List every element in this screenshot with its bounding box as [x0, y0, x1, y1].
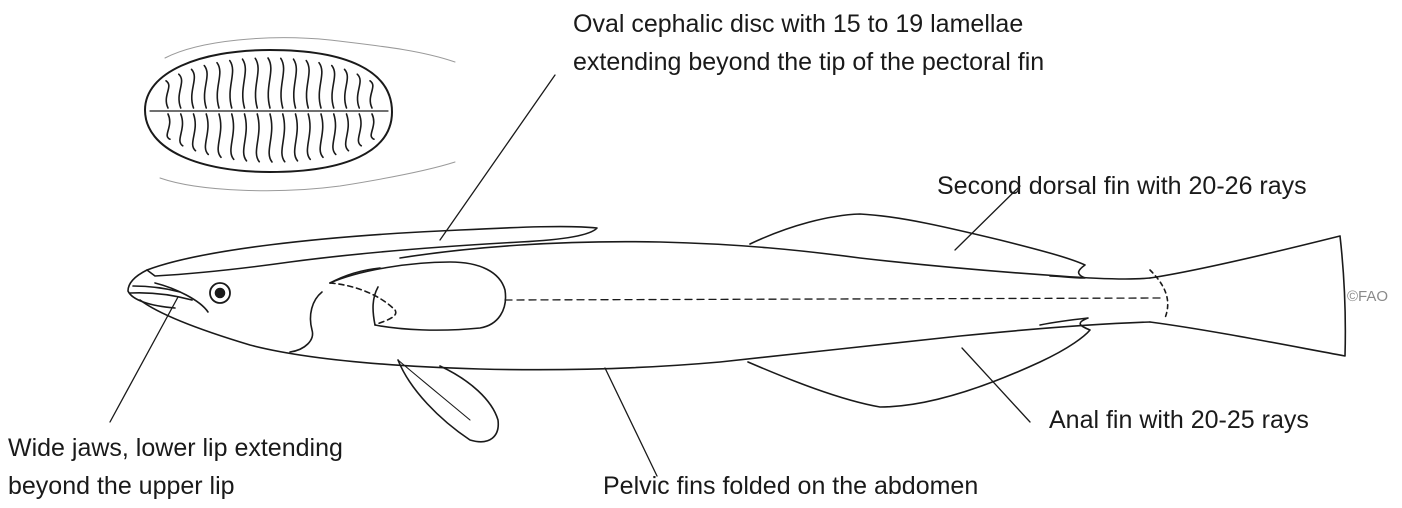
lamella-lower: [231, 114, 234, 159]
lamella-upper: [268, 58, 271, 108]
leader-disc: [440, 75, 555, 240]
cephalic-disc-inset: [145, 38, 455, 191]
lamella-upper: [306, 61, 309, 108]
lamella-upper: [281, 58, 284, 108]
lamella-upper: [319, 63, 322, 108]
label-anal-fin: Anal fin with 20-25 rays: [1049, 402, 1309, 438]
lamella-upper: [345, 69, 348, 108]
lamella-lower: [167, 114, 170, 139]
lamella-upper: [294, 59, 297, 108]
leader-jaws: [110, 297, 178, 422]
label-disc-line1: Oval cephalic disc with 15 to 19 lamella…: [573, 6, 1023, 42]
lamella-upper: [357, 74, 360, 108]
label-pelvic-fins: Pelvic fins folded on the abdomen: [603, 468, 978, 504]
second-dorsal-fin: [750, 214, 1085, 278]
copyright-credit: ©FAO: [1347, 288, 1388, 305]
label-second-dorsal-fin: Second dorsal fin with 20-26 rays: [937, 168, 1307, 204]
lamella-upper: [370, 81, 373, 108]
lamella-upper: [192, 69, 195, 108]
lamella-lower: [295, 114, 298, 161]
lamella-upper: [255, 58, 258, 108]
lamella-lower: [346, 114, 349, 151]
lamella-lower: [256, 114, 259, 162]
lamella-lower: [371, 114, 374, 139]
lamella-lower: [193, 114, 196, 151]
label-jaws-line2: beyond the upper lip: [8, 468, 235, 504]
lamella-upper: [230, 61, 233, 108]
lamella-lower: [358, 114, 361, 146]
lamella-lower: [218, 114, 221, 157]
lamella-lower: [320, 114, 323, 157]
lamella-upper: [166, 81, 169, 108]
lamella-lower: [205, 114, 208, 154]
lateral-line: [505, 298, 1160, 300]
leader-pelvic: [605, 368, 657, 476]
lamella-upper: [243, 59, 246, 108]
leader-anal: [962, 348, 1030, 422]
lamella-lower: [282, 114, 285, 162]
caudal-fin: [1150, 236, 1345, 356]
disc-lamellae-lower: [167, 114, 374, 162]
disc-lamellae-upper: [166, 58, 373, 108]
lamella-lower: [333, 114, 336, 154]
lamella-lower: [269, 114, 272, 162]
lamella-upper: [332, 66, 335, 108]
label-disc-line2: extending beyond the tip of the pectoral…: [573, 44, 1044, 80]
leader-lines: [110, 75, 1030, 476]
lamella-upper: [217, 63, 220, 108]
anal-fin-shape: [748, 318, 1090, 407]
label-jaws-line1: Wide jaws, lower lip extending: [8, 430, 343, 466]
lamella-upper: [204, 66, 207, 108]
lamella-lower: [307, 114, 310, 159]
lamella-upper: [179, 74, 182, 108]
lamella-lower: [180, 114, 183, 146]
lamella-lower: [244, 114, 247, 161]
eye-pupil: [216, 289, 225, 298]
